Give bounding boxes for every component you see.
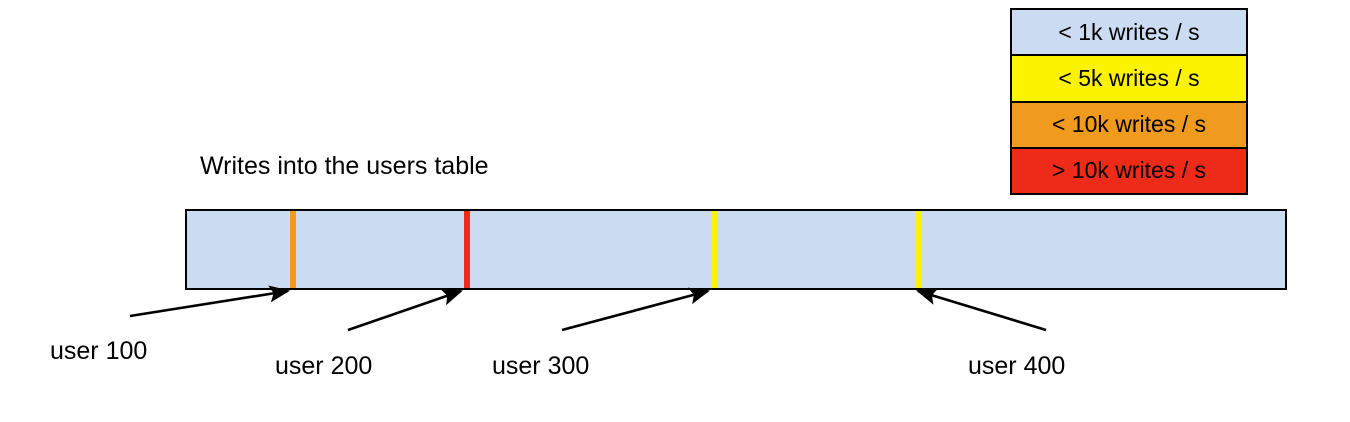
user-200-arrow	[347, 288, 463, 332]
legend-row-under-5k: < 5k writes / s	[1012, 56, 1246, 103]
legend-row-label: < 10k writes / s	[1051, 111, 1207, 138]
pointer-label-user-100: user 100	[50, 337, 148, 365]
user-300-arrow	[561, 287, 711, 332]
legend-row-over-10k: > 10k writes / s	[1012, 148, 1246, 193]
user-400-arrow	[916, 288, 1047, 332]
legend-row-under-10k: < 10k writes / s	[1012, 102, 1246, 149]
users-table-bar	[185, 209, 1287, 290]
write-rate-legend: < 1k writes / s < 5k writes / s < 10k wr…	[1010, 8, 1248, 195]
legend-row-label: < 1k writes / s	[1058, 18, 1200, 45]
legend-row-label: > 10k writes / s	[1051, 157, 1207, 184]
pointer-label-user-200: user 200	[275, 352, 373, 380]
user-200-stripe	[464, 211, 470, 288]
pointer-label-user-300: user 300	[492, 352, 590, 380]
pointer-label-user-400: user 400	[968, 352, 1066, 380]
legend-row-under-1k: < 1k writes / s	[1012, 10, 1246, 57]
user-100-stripe	[290, 211, 296, 288]
user-300-stripe	[711, 211, 717, 288]
chart-caption: Writes into the users table	[200, 152, 489, 180]
legend-row-label: < 5k writes / s	[1058, 64, 1200, 91]
user-100-arrow	[129, 285, 291, 318]
user-400-stripe	[915, 211, 921, 288]
